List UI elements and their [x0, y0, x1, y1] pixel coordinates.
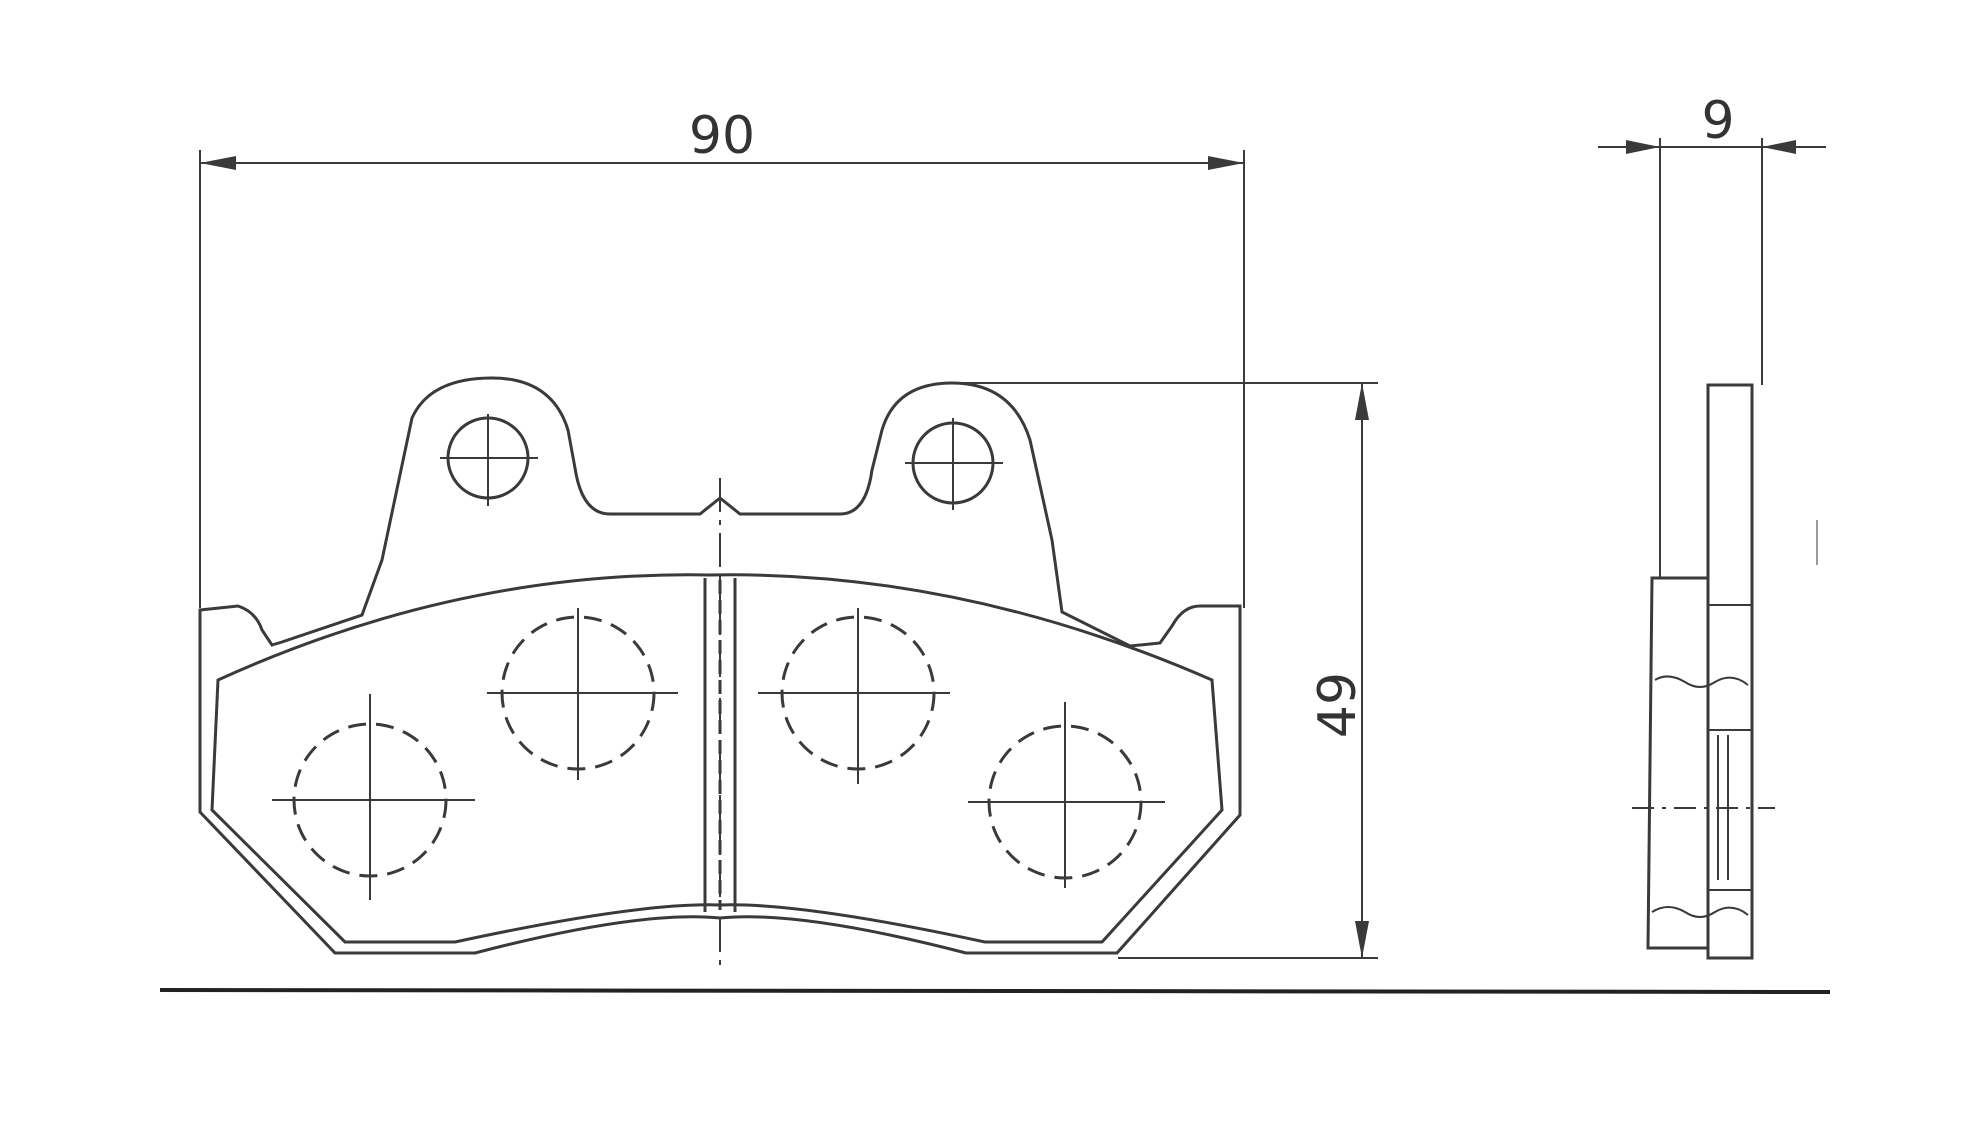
- width-dimension-label: 90: [689, 106, 755, 166]
- height-dimension: [955, 382, 1378, 959]
- width-dimension: [199, 150, 1245, 608]
- side-view-friction-pad: [1646, 576, 1710, 950]
- rivet-circle-3: [758, 608, 950, 784]
- front-view: [198, 376, 1242, 965]
- height-dimension-label: 49: [1308, 672, 1368, 738]
- height-arrow-bottom: [1355, 921, 1369, 958]
- side-view-break-upper: [1654, 675, 1749, 688]
- backing-plate-outline: [198, 376, 1242, 955]
- thickness-dimension: [1598, 138, 1826, 578]
- width-arrow-right: [1208, 156, 1244, 170]
- rivet-circle-2: [487, 608, 678, 780]
- rivet-circle-1: [272, 694, 475, 900]
- thickness-dimension-label: 9: [1701, 91, 1734, 151]
- height-arrow-top: [1355, 383, 1369, 420]
- thickness-arrow-left: [1626, 140, 1660, 154]
- mounting-hole-right: [905, 418, 1003, 510]
- mounting-hole-left: [440, 414, 538, 506]
- friction-material-outline: [210, 573, 1224, 944]
- rivet-circle-4: [968, 702, 1165, 888]
- side-view-break-lower: [1651, 906, 1749, 918]
- width-arrow-left: [200, 156, 236, 170]
- thickness-arrow-right: [1762, 140, 1796, 154]
- side-view-backing-plate: [1706, 383, 1754, 960]
- side-view: [1632, 383, 1775, 960]
- baseline: [159, 988, 1831, 994]
